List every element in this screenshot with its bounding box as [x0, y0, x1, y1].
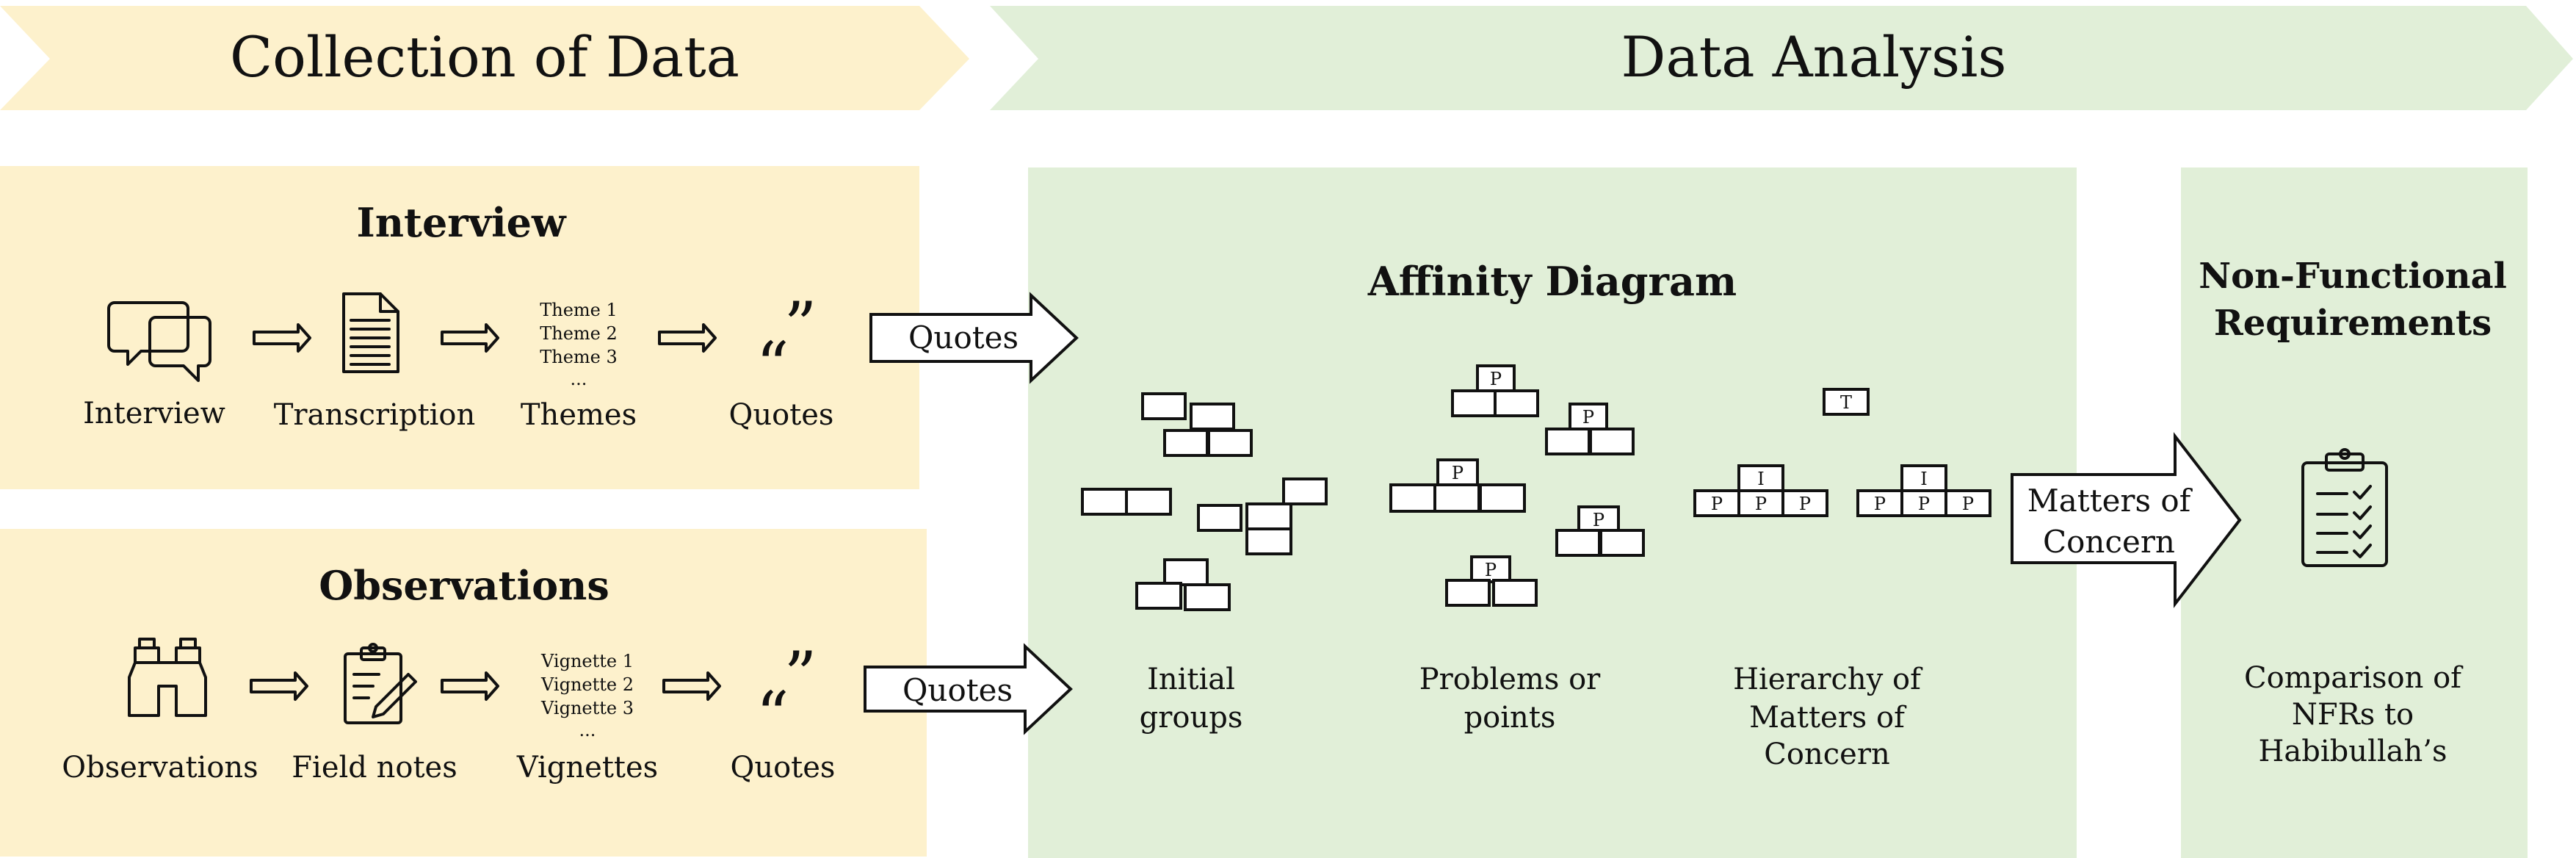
matters-arrow-label-1: Matters of	[2027, 483, 2193, 519]
problems-label-1: Problems or	[1419, 663, 1601, 696]
interview-step-label: Interview	[83, 397, 225, 430]
svg-text:“: “	[756, 677, 789, 753]
svg-text:I: I	[1920, 469, 1927, 489]
theme-line-1: Theme 1	[540, 300, 618, 320]
right-arrow-icon	[253, 323, 311, 353]
vignette-line-2: Vignette 2	[540, 674, 634, 695]
binoculars-icon	[128, 638, 207, 717]
clipboard-pen-icon	[344, 643, 417, 724]
quotes-step-label: Quotes	[729, 398, 834, 432]
matters-of-concern-arrow: Matters of Concern	[2011, 432, 2242, 608]
nfr-caption-2: NFRs to	[2292, 698, 2414, 732]
transcription-step-label: Transcription	[274, 398, 476, 432]
vignette-line-more: ...	[579, 720, 596, 740]
svg-text:P: P	[1962, 494, 1974, 514]
affinity-title: Affinity Diagram	[1367, 258, 1737, 305]
svg-text:P: P	[1874, 494, 1886, 514]
theme-line-3: Theme 3	[540, 347, 618, 367]
svg-text:P: P	[1490, 369, 1502, 389]
analysis-header-title: Data Analysis	[1621, 24, 2007, 90]
nfr-title-line-1: Non-Functional	[2199, 256, 2507, 297]
svg-text:P: P	[1593, 510, 1604, 530]
speech-bubbles-icon	[107, 301, 211, 382]
quote-marks-icon: ” “	[756, 288, 817, 403]
quotes-arrow-top-label: Quotes	[908, 320, 1019, 356]
matters-arrow-label-2: Concern	[2043, 524, 2175, 560]
observations-step-label: Observations	[62, 751, 258, 785]
nfr-caption-3: Habibullah’s	[2259, 735, 2447, 768]
right-arrow-icon	[662, 671, 721, 701]
svg-text:”: ”	[784, 638, 817, 713]
problems-label-2: points	[1464, 701, 1556, 735]
interview-panel	[0, 166, 919, 489]
svg-text:P: P	[1582, 407, 1594, 428]
quote-marks-icon: ” “	[756, 638, 817, 753]
svg-text:P: P	[1799, 494, 1811, 514]
clipboard-checklist-icon	[2301, 448, 2388, 567]
themes-step-label: Themes	[521, 398, 637, 432]
quotes-arrow-top: Quotes	[869, 292, 1079, 384]
vignette-line-3: Vignette 3	[540, 698, 634, 718]
observations-title: Observations	[319, 562, 609, 609]
svg-text:“: “	[756, 328, 789, 403]
right-arrow-icon	[658, 323, 717, 353]
problems-cluster: P P P P P	[1389, 364, 1645, 607]
hierarchy-label-2: Matters of	[1749, 701, 1907, 735]
theme-line-2: Theme 2	[540, 323, 618, 344]
right-arrow-icon	[250, 671, 308, 701]
hierarchy-label-1: Hierarchy of	[1733, 663, 1923, 696]
vignette-line-1: Vignette 1	[540, 651, 634, 671]
collection-header-title: Collection of Data	[230, 24, 739, 90]
vignettes-step-label: Vignettes	[516, 751, 658, 785]
initial-groups-label-2: groups	[1140, 701, 1243, 735]
quotes-arrow-bottom: Quotes	[864, 643, 1073, 735]
svg-text:T: T	[1840, 392, 1852, 413]
hierarchy-cluster: T I P P P I P P P	[1693, 388, 1991, 517]
svg-text:P: P	[1918, 494, 1930, 514]
svg-text:P: P	[1485, 560, 1497, 580]
analysis-header-chevron	[990, 6, 2573, 110]
svg-text:I: I	[1757, 469, 1764, 489]
observations-quotes-step-label: Quotes	[731, 751, 836, 785]
right-arrow-icon	[441, 323, 499, 353]
svg-text:P: P	[1452, 463, 1464, 483]
document-icon	[342, 292, 399, 373]
initial-groups-cluster	[1081, 392, 1328, 611]
initial-groups-label-1: Initial	[1147, 663, 1235, 696]
hierarchy-label-3: Concern	[1764, 738, 1889, 771]
svg-text:P: P	[1755, 494, 1767, 514]
svg-text:”: ”	[784, 288, 817, 364]
nfr-caption-1: Comparison of	[2244, 661, 2464, 695]
right-arrow-icon	[441, 671, 499, 701]
theme-line-more: ...	[571, 369, 587, 389]
collection-header-chevron	[0, 6, 969, 110]
nfr-title-line-2: Requirements	[2214, 303, 2492, 344]
quotes-arrow-bottom-label: Quotes	[902, 672, 1013, 708]
field-notes-step-label: Field notes	[292, 751, 457, 785]
svg-text:P: P	[1711, 494, 1723, 514]
interview-title: Interview	[356, 199, 567, 246]
